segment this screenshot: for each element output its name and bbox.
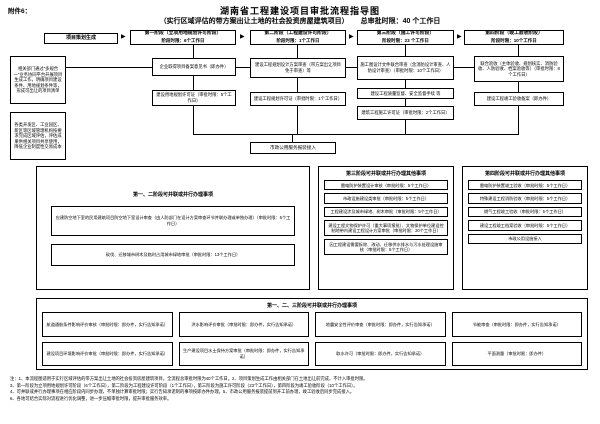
connector-line (518, 106, 519, 134)
stage-2-limit: 阶段时限：1个工作日 (276, 38, 320, 44)
parallel-item: 工程建设涉及城市绿地、树木审批（审批时限：5个工作日） (324, 206, 448, 218)
subtitle-row: （实行区域评估的带方案出让土地的社会投资房屋建筑项目） 总审批时限：40 个工作… (0, 16, 600, 26)
section-stage3-title: 第三阶段可并联或并行办理其他事项 (345, 171, 426, 177)
stage-2-name: 第二阶段（工程建设许可阶段） (264, 31, 332, 37)
stage-start-box: 项目策划生成 (44, 33, 118, 44)
box-completion-filing: 建设工程竣工验收备案（即办件） (474, 92, 564, 106)
box-project-generation: 相关部门通过“多规合一”业务协同平台开展项目生成工作，明确项目建设条件、用地规划… (10, 56, 66, 104)
section-stage12-parallel: 第一、二阶段可并联或并行办理事项 应建防空地下室的民用建筑项目防空地下室设计审查… (36, 166, 310, 290)
stage-3-header: 第三阶段（施工许可阶段） 阶段时限：23 个工作日 (357, 30, 454, 45)
attachment-label: 附件6： (8, 8, 32, 15)
box-design-scheme-review: 建设工程规划设计方案审查（带方案出让项目免于审查）等 (250, 58, 346, 78)
stage-4-name: 第四阶段（竣工验收阶段） (485, 31, 543, 37)
parallel-item: 航道通航条件影响评价审核（审批时限：即办件，实行告知承诺） (42, 312, 173, 337)
section-stage4-parallel: 第四阶段可并联或并行办理其他事项 雷电防护装置竣工验收（审批时限：5个工作日） … (462, 166, 588, 290)
parallel-item: 市政设施建设类审批（审批时限：5个工作日） (324, 193, 448, 204)
stage-4-header: 第四阶段（竣工验收阶段） 阶段时限：10个工作日 (464, 30, 564, 45)
parallel-item: 因工程建设需要拆除、改动、迁移供水排水与污水处理设施审核（审批时限：5个工作日） (324, 239, 448, 256)
section-stage123-parallel: 第一、二、三阶段可并联或并行办理事项 航道通航条件影响评价审核（审批时限：即办件… (36, 298, 588, 370)
parallel-item: 市政公用设施接入 (468, 233, 582, 245)
section-stage3-parallel: 第三阶段可并联或并行办理其他事项 雷电防护装置设计审核（审批时限：5个工作日） … (318, 166, 454, 290)
connector-line (297, 45, 298, 58)
connector-line (518, 45, 519, 56)
section-stage12-title: 第一、二阶段可并联或并行办理事项 (132, 191, 213, 198)
connector-line (405, 120, 406, 134)
connector-line (193, 76, 194, 90)
footnote-line: 4、可并联或并行办理事项在相应阶段内同步办理，不单独计算审批时限；实行告知承诺制… (10, 389, 355, 395)
footnote-line: 3、第一阶段为立项用地规划许可阶段（6个工作日），第二阶段为工程建设许可阶段（1… (10, 382, 358, 388)
parallel-item: 平面测量（审批时限：即办件） (451, 341, 582, 366)
box-quality-safety-supervision: 建设工程质量监督、安全监督手续 等 (357, 88, 454, 99)
connector-line (297, 78, 298, 92)
parallel-item: 洪水影响评价审批（审批时限：即办件，实行告知承诺） (178, 312, 309, 337)
section-stage4-title: 第四阶段可并联或并行办理其他事项 (484, 171, 565, 177)
parallel-item: 雷电防护装置竣工验收（审批时限：5个工作日） (468, 180, 582, 191)
parallel-item: 燃气工程竣工验收（审批时限：5个工作日） (468, 206, 582, 218)
stage-1-header: 第一阶段（立项用地规划许可阶段） 阶段时限：6个工作日 (130, 30, 236, 45)
stage123-items-grid: 航道通航条件影响评价审核（审批时限：即办件，实行告知承诺） 洪水影响评价审批（审… (42, 312, 582, 366)
connector-line (346, 67, 357, 68)
box-joint-acceptance: 联合验收（主体验收、规划核实、消防验收、人防验收、档案验收等）（审批时限：8个工… (474, 56, 564, 82)
parallel-item: 取水许可（审批时限：即办件，实行告知承诺） (315, 341, 446, 366)
arrow-right-icon: ▶ (121, 34, 126, 40)
stage-3-limit: 阶段时限：23 个工作日 (382, 38, 429, 44)
stage-4-limit: 阶段时限：10个工作日 (491, 38, 537, 44)
box-construction-planning-permit: 建设工程规划许可证（审批时限：1个工作日） (250, 92, 346, 106)
parallel-item: 建设工程竣工档案验收（审批时限：5个工作日） (468, 220, 582, 231)
footnote-line: 6、各地可结合实际对流程进行优化调整，进一步压缩审批时限，提升审批服务效率。 (10, 395, 172, 401)
box-regional-assessment: 各类开发区、工业园区、新区等区域管理机构按要求完成区域评估，评估成果供相关项目共… (10, 112, 66, 160)
parallel-item: 雷电防护装置设计审核（审批时限：5个工作日） (324, 180, 448, 191)
box-drawing-review: 施工图设计文件联合审查（含消防设计审查、人防设计审查）（审批时限：10个工作日） (357, 56, 454, 80)
connector-line (454, 67, 474, 68)
connector-line (292, 134, 293, 142)
stage-3-name: 第三阶段（施工许可阶段） (376, 31, 435, 37)
parallel-item: 生产建设项目水土保持方案审批（审批时限：即办件，实行告知承诺） (178, 341, 309, 366)
section-stage123-title: 第一、二、三阶段可并联或并行办理事项 (266, 303, 357, 309)
parallel-item: 砍伐、迁移城市树木及临时占用城市绿地审批（审批时限：13个工作日） (51, 243, 295, 266)
connector-line (66, 67, 152, 68)
stage-1-name: 第一阶段（立项用地规划许可阶段） (144, 31, 222, 37)
arrow-right-icon: ▶ (240, 34, 245, 40)
box-municipal-services: 市政公用服务报装接入 (250, 142, 336, 154)
footnote-line: 注：1、本流程图适用于实行区域评估的带方案出让土地的社会投资房屋建筑项目，全流程… (10, 376, 368, 381)
arrow-right-icon: ▶ (349, 34, 354, 40)
arrow-right-icon: ▶ (457, 34, 462, 40)
connector-line (405, 80, 406, 88)
connector-line (518, 82, 519, 92)
parallel-item: 建设项目环境影响评价审批（审批时限：即办件，实行告知承诺） (42, 341, 173, 366)
stage-2-header: 第二阶段（工程建设许可阶段） 阶段时限：1个工作日 (250, 30, 346, 45)
page-subtitle: （实行区域评估的带方案出让土地的社会投资房屋建筑项目） (159, 18, 349, 25)
parallel-item: 建设工程文物保护许可（重大事项报批）、文物保护单位建设控制地带内建设工程设计方案… (324, 220, 448, 237)
connector-line (236, 67, 250, 68)
connector-line (405, 99, 406, 106)
connector-line (193, 45, 194, 58)
parallel-item: 地震安全性评价审查（审批时限：即办件，实行告知承诺） (315, 312, 446, 337)
box-land-planning-permit: 建设用地规划许可证（审批时限：5个工作日） (152, 90, 236, 106)
parallel-item: 应建防空地下室的民用建筑项目防空地下室设计审查（由人防部门在设计方案审查环节并联… (51, 205, 295, 236)
connector-line (193, 106, 194, 134)
connector-line (297, 106, 298, 134)
connector-line (193, 134, 519, 135)
parallel-item: 节能审查（审批时限：即办件，实行告知承诺） (451, 312, 582, 337)
box-project-filing: 企业取得项目备案意见书（即办件） (152, 58, 236, 76)
connector-line (405, 45, 406, 56)
stage-1-limit: 阶段时限：6个工作日 (161, 38, 205, 44)
footnotes: 注：1、本流程图适用于实行区域评估的带方案出让土地的社会投资房屋建筑项目，全流程… (10, 376, 590, 403)
page-title: 湖南省工程建设项目审批流程指导图 (219, 6, 380, 16)
box-construction-permit: 建筑工程施工许可证（审批时限：2个工作日） (357, 106, 454, 120)
parallel-item: 特殊建设工程消防验收（审批时限：5个工作日） (468, 193, 582, 204)
total-time-limit: 总审批时限：40 个工作日 (360, 18, 441, 25)
